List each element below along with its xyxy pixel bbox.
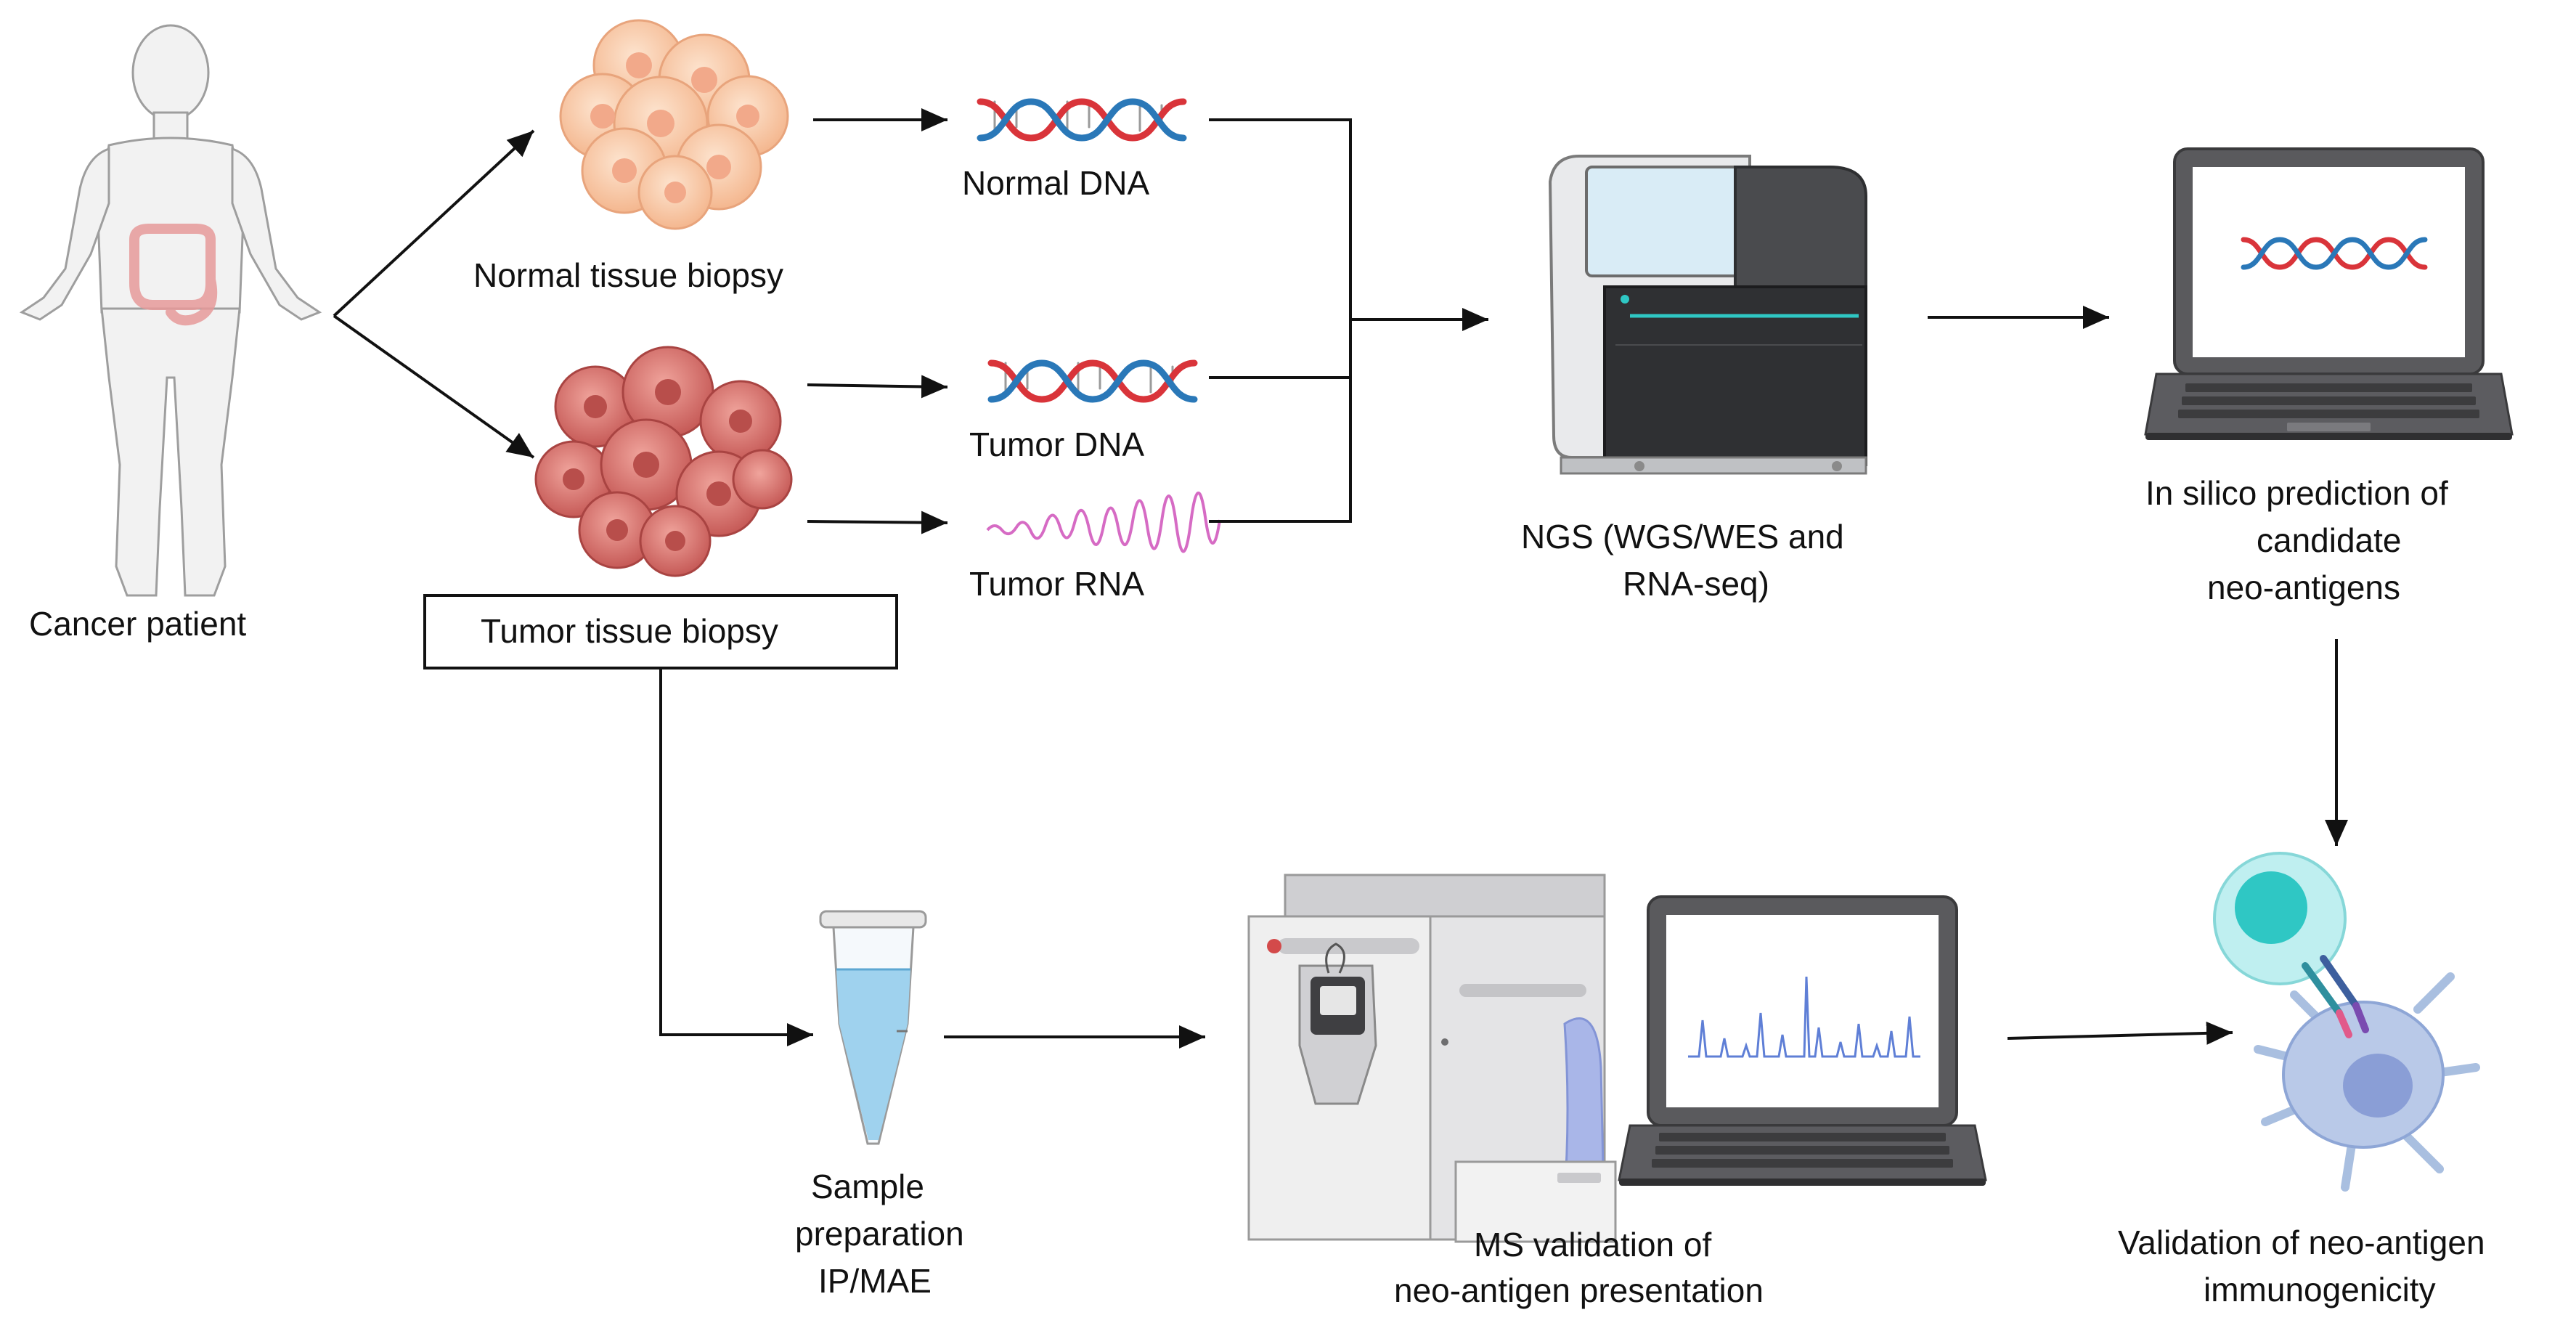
- tumor-dna-helix-icon: [987, 359, 1198, 403]
- tcell-icon: [2213, 852, 2347, 985]
- insilico-laptop-icon: [2144, 147, 2514, 440]
- ms-spectrum-trace: [1688, 976, 1920, 1058]
- arrow-patient-to-tumor: [333, 314, 535, 459]
- mass-spectrometer-icon: [1247, 874, 1617, 1243]
- arrow-tumor-to-dna: [807, 375, 948, 399]
- sample-label-line2: preparation: [795, 1215, 964, 1253]
- insilico-label-line1: In silico prediction of: [2145, 474, 2448, 512]
- immunogenicity-label-line2: immunogenicity: [2204, 1271, 2436, 1308]
- tumor-tissue-icon: [534, 346, 793, 577]
- cancer-patient-icon: [19, 24, 322, 597]
- normal-tissue-biopsy-label: Normal tissue biopsy: [473, 256, 783, 294]
- arrow-tumor-to-sample: [659, 668, 813, 1046]
- insilico-label-line2: candidate: [2257, 521, 2402, 559]
- ngs-sequencer-icon: [1548, 155, 1867, 475]
- sample-label-line3: IP/MAE: [818, 1262, 932, 1300]
- ngs-label-line1: NGS (WGS/WES and: [1521, 518, 1844, 555]
- arrow-ms-to-immunogenicity: [2007, 1021, 2233, 1045]
- cancer-patient-label: Cancer patient: [29, 605, 246, 643]
- tumor-tissue-biopsy-label: Tumor tissue biopsy: [481, 612, 778, 650]
- ngs-label-line2: RNA-seq): [1623, 565, 1769, 603]
- tumor-dna-label: Tumor DNA: [969, 426, 1144, 463]
- spectrum-laptop-icon: [1618, 895, 1987, 1186]
- tcell-apc-interaction-icon: [2213, 852, 2480, 1192]
- sample-tube-icon: [819, 910, 927, 1145]
- normal-tissue-icon: [559, 19, 789, 230]
- insilico-label-line3: neo-antigens: [2207, 569, 2400, 606]
- merge-bracket: [1209, 118, 1352, 523]
- arrow-tumor-to-rna: [807, 510, 948, 534]
- tumor-rna-strand-icon: [986, 491, 1221, 553]
- normal-dna-label: Normal DNA: [962, 164, 1149, 202]
- tcr-mhc-complex-icon: [2302, 955, 2369, 1038]
- immunogenicity-label-line1: Validation of neo-antigen: [2118, 1224, 2485, 1261]
- normal-dna-helix-icon: [977, 98, 1187, 142]
- sample-label-line1: Sample: [811, 1168, 924, 1205]
- ms-label-line2: neo-antigen presentation: [1394, 1271, 1764, 1309]
- tumor-rna-label: Tumor RNA: [969, 565, 1144, 603]
- ms-label-line1: MS validation of: [1474, 1226, 1711, 1263]
- apc-cell-icon: [2254, 972, 2480, 1192]
- arrow-patient-to-normal: [333, 129, 535, 317]
